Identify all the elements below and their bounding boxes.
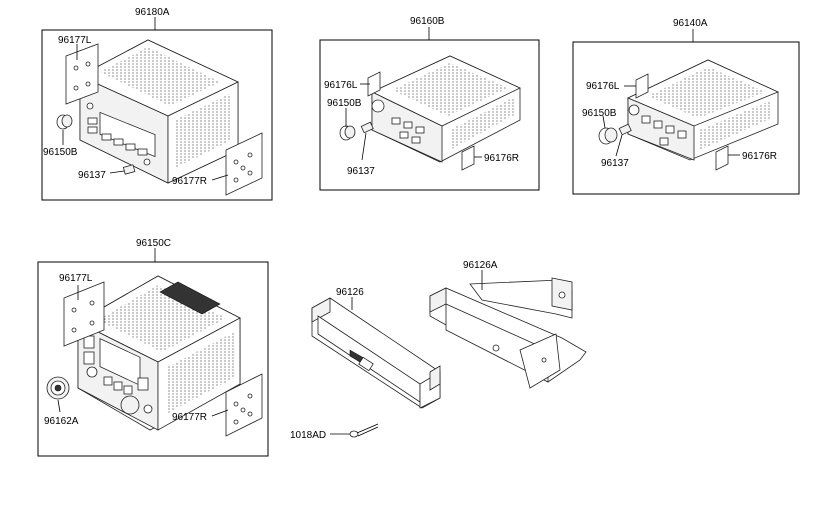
label-96177R: 96177R bbox=[172, 412, 207, 423]
label-96137: 96137 bbox=[78, 170, 106, 181]
knob-96137 bbox=[122, 164, 136, 175]
label-96176R: 96176R bbox=[742, 151, 777, 162]
group-title: 96180A bbox=[135, 7, 170, 18]
group-96140A: 96140A 96176L 96150B 96137 bbox=[572, 18, 800, 195]
knob-96150B bbox=[598, 127, 618, 145]
group-frame bbox=[319, 39, 540, 191]
screw-1018AD: 1018AD bbox=[290, 423, 379, 441]
label-1018AD: 1018AD bbox=[290, 430, 326, 441]
group-96150C: 96150C bbox=[37, 238, 269, 457]
group-frame bbox=[37, 261, 269, 457]
label-96150B: 96150B bbox=[327, 98, 362, 109]
bracket-96176L bbox=[367, 71, 381, 97]
radio-unit-96150C bbox=[77, 275, 241, 431]
bracket-96126A: 96126A bbox=[429, 260, 587, 389]
label-96126A: 96126A bbox=[463, 260, 498, 271]
knob-96150B bbox=[56, 114, 73, 130]
group-96180A: 96180A bbox=[41, 7, 273, 201]
label-96177R: 96177R bbox=[172, 176, 207, 187]
bracket-96176R bbox=[461, 145, 475, 171]
label-96150B: 96150B bbox=[43, 147, 78, 158]
knob-96150B bbox=[339, 125, 356, 141]
radio-unit-96180A bbox=[79, 39, 239, 184]
label-96177L: 96177L bbox=[59, 273, 93, 284]
radio-unit-96160B bbox=[371, 55, 521, 163]
label-96126: 96126 bbox=[336, 287, 364, 298]
bracket-96176R bbox=[715, 145, 729, 171]
button-row bbox=[87, 117, 148, 156]
radio-unit-96140A bbox=[627, 59, 780, 161]
label-96176R: 96176R bbox=[484, 153, 519, 164]
group-frame bbox=[572, 41, 800, 195]
label-96150B: 96150B bbox=[582, 108, 617, 119]
bracket-96176L bbox=[635, 73, 649, 99]
group-title: 96140A bbox=[673, 18, 708, 29]
label-96137: 96137 bbox=[347, 166, 375, 177]
knob-96162A bbox=[46, 376, 70, 400]
group-title: 96160B bbox=[410, 16, 445, 27]
label-96177L: 96177L bbox=[58, 35, 92, 46]
group-title: 96150C bbox=[136, 238, 171, 249]
label-96162A: 96162A bbox=[44, 416, 79, 427]
knob-96137 bbox=[360, 121, 374, 134]
label-96176L: 96176L bbox=[586, 81, 620, 92]
label-96137: 96137 bbox=[601, 158, 629, 169]
housing-96126: 96126 bbox=[311, 287, 441, 409]
knob-96137 bbox=[618, 123, 632, 136]
group-96160B: 96160B 96176L 96150B 96137 bbox=[319, 16, 540, 191]
group-frame bbox=[41, 29, 273, 201]
label-96176L: 96176L bbox=[324, 80, 358, 91]
